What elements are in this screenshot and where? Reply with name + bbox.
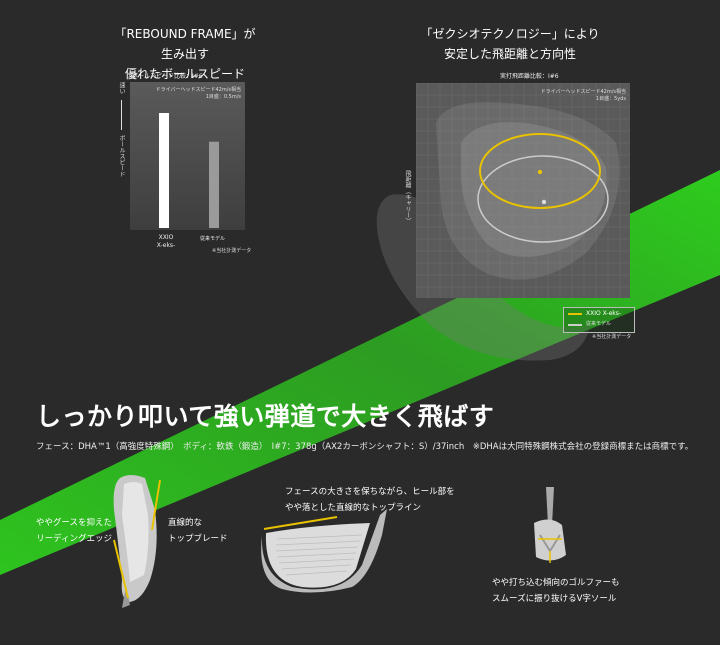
- callout-leading-edge-2: リーディングエッジ: [36, 534, 112, 544]
- left-caption-line2: 優れたボールスピード: [124, 67, 245, 81]
- ball-speed-bars: [159, 113, 219, 228]
- distance-chart: ドライバーヘッドスピード42m/s相当 1目盛：5yds: [416, 83, 630, 298]
- ball-speed-chart: ドライバーヘッドスピード42m/s相当 1目盛：0.5m/s: [130, 82, 245, 230]
- iron-sole-image: [534, 487, 566, 563]
- left-source: ※当社計測データ: [212, 248, 252, 254]
- bar-old-model: [209, 141, 219, 228]
- up-arrow-icon: [121, 100, 122, 130]
- spec-line: フェース：DHA™1（高強度特殊鋼） ボディ：軟鉄（鍛造） I#7：378g（A…: [36, 442, 694, 452]
- callout-sole-2: スムーズに振り抜けるV字ソール: [492, 594, 617, 604]
- callout-top-blade-2: トップブレード: [168, 534, 228, 544]
- left-note-line1: ドライバーヘッドスピード42m/s相当: [155, 87, 241, 93]
- xxio-center-point: [537, 169, 543, 175]
- legend-xxio: XXIO X-eks-: [586, 310, 622, 317]
- old-model-center-point: [541, 199, 547, 205]
- right-chart-label: 実打飛距離比較：I#6: [500, 73, 559, 80]
- bar-label-old: 従来モデル: [200, 236, 226, 242]
- right-note-line2: 1目盛：5yds: [595, 96, 626, 102]
- headline: しっかり叩いて強い弾道で大きく飛ばす: [36, 402, 495, 431]
- bar-label-xxio: XXIO X-eks-: [156, 234, 176, 249]
- xxio-ellipse: [479, 133, 601, 209]
- right-source: ※当社計測データ: [592, 334, 632, 340]
- callout-top-line-1: フェースの大きさを保ちながら、ヒール部を: [285, 487, 455, 497]
- right-note-line1: ドライバーヘッドスピード42m/s相当: [540, 89, 626, 95]
- old-model-ellipse: [477, 155, 609, 243]
- bar-xxio: [159, 113, 169, 228]
- legend-old: 従来モデル: [586, 321, 612, 327]
- right-caption-line2: 安定した飛距離と方向性: [443, 47, 576, 61]
- legend: XXIO X-eks- 従来モデル: [563, 307, 635, 333]
- left-note-line2: 1目盛：0.5m/s: [205, 94, 241, 100]
- right-y-axis-label: 飛距離（キャリー）: [404, 170, 411, 224]
- distance-plot: [416, 83, 630, 298]
- callout-top-blade-1: 直線的な: [168, 518, 203, 528]
- callout-leading-edge-1: ややグースを抑えた: [35, 518, 112, 528]
- left-caption-line1: 「REBOUND FRAME」が生み出す: [114, 27, 256, 61]
- callout-top-line-2: やや落とした直線的なトップライン: [285, 503, 422, 513]
- left-y-axis-label: ボールスピード: [118, 135, 125, 177]
- callout-sole-1: やや打ち込む傾向のゴルファーも: [492, 578, 620, 588]
- left-y-axis-top: 速い: [118, 82, 125, 94]
- iron-leading-edge-image: [113, 475, 161, 608]
- left-chart-label: ボールスピード比較：I#6: [132, 73, 203, 80]
- iron-face-image: [261, 509, 387, 593]
- right-caption-line1: 「ゼクシオテクノロジー」により: [420, 27, 600, 41]
